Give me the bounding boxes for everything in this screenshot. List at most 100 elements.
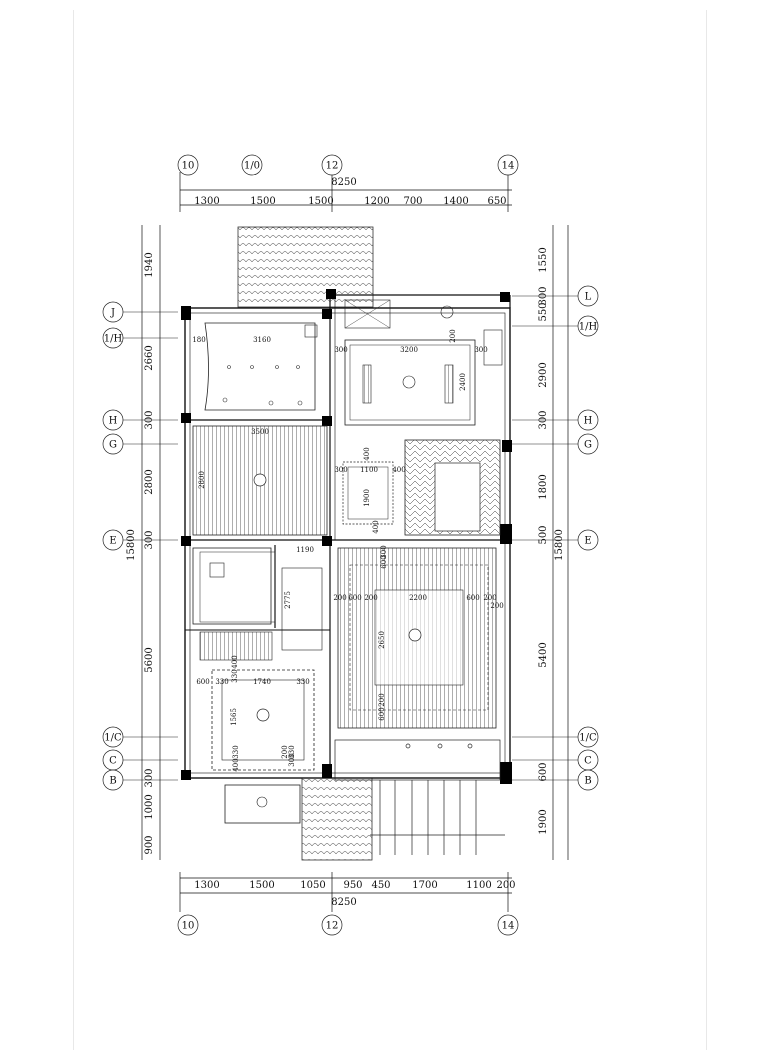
room-dimension-label: 2200: [409, 594, 427, 602]
dim-bottom-segment: 1500: [249, 880, 274, 891]
grid-bubble-right: E: [577, 529, 599, 551]
room-dimension-label: 400: [392, 466, 405, 474]
dim-bottom-segment: 1300: [194, 880, 219, 891]
dim-top-segment: 650: [487, 196, 506, 207]
room-dimension-label: 200: [449, 329, 457, 342]
dim-right-segment: 5400: [538, 642, 549, 667]
grid-bubble-label: 14: [502, 921, 515, 932]
room-dimension-label: 300: [380, 545, 388, 558]
grid-bubble-label: 10: [182, 161, 195, 172]
dim-left-segment: 2660: [144, 345, 155, 370]
grid-bubble-bottom: 14: [497, 914, 519, 936]
room-dimension-label: 600: [380, 555, 388, 568]
grid-bubble-label: B: [109, 776, 116, 787]
dim-bottom-segment: 1700: [412, 880, 437, 891]
dim-left-total: 15800: [126, 529, 137, 561]
grid-bubble-left: B: [102, 769, 124, 791]
grid-bubble-label: 1/H: [579, 322, 598, 333]
grid-bubble-bottom: 10: [177, 914, 199, 936]
dim-top-segment: 1500: [250, 196, 275, 207]
roof-tiles: [237, 226, 374, 861]
dim-left-segment: 300: [144, 410, 155, 429]
room-large-coffered: [337, 547, 497, 729]
room-dimension-label: 300: [334, 466, 347, 474]
grid-bubble-label: H: [584, 416, 593, 427]
grid-bubble-label: 14: [502, 161, 515, 172]
grid-bubble-label: B: [584, 776, 591, 787]
grid-bubble-label: G: [584, 440, 592, 451]
room-stairwell: [342, 439, 501, 536]
grid-bubble-label: 1/0: [244, 161, 260, 172]
grid-bubble-left: G: [102, 433, 124, 455]
grid-bubble-right: 1/C: [577, 726, 599, 748]
room-dimension-label: 400: [232, 758, 240, 771]
dim-bottom-segment: 1100: [466, 880, 491, 891]
dim-right-segment: 500: [538, 525, 549, 544]
grid-bubble-left: J: [102, 301, 124, 323]
room-dimension-label: 200: [483, 594, 496, 602]
grid-bubble-label: E: [109, 536, 116, 547]
dim-bottom-segment: 450: [371, 880, 390, 891]
grid-bubble-label: H: [109, 416, 118, 427]
room-dimension-label: 330: [288, 745, 296, 758]
room-dimension-label: 600: [466, 594, 479, 602]
room-dimension-label: 300: [474, 346, 487, 354]
dim-bottom-segment: 1050: [300, 880, 325, 891]
room-dimension-label: 600: [348, 594, 361, 602]
grid-bubble-label: 1/C: [579, 733, 597, 744]
room-dimension-label: 2650: [378, 631, 386, 649]
room-dimension-label: 1565: [230, 708, 238, 726]
dim-bottom-segment: 200: [496, 880, 515, 891]
dim-right-segment: 1900: [538, 809, 549, 834]
room-dimension-label: 2775: [284, 591, 292, 609]
room-dimension-label: 300: [334, 346, 347, 354]
room-dimension-label: 600: [196, 678, 209, 686]
grid-bubble-label: C: [584, 756, 592, 767]
room-dimension-label: 400: [231, 655, 239, 668]
room-dimension-label: 330: [215, 678, 228, 686]
grid-bubble-right: L: [577, 285, 599, 307]
room-dimension-label: 2400: [459, 373, 467, 391]
room-dimension-label: 200: [333, 594, 346, 602]
grid-bubble-label: J: [110, 308, 115, 319]
dim-top-segment: 1400: [443, 196, 468, 207]
dim-right-segment: 2900: [538, 362, 549, 387]
dim-left-segment: 2800: [144, 469, 155, 494]
dim-top-segment: 1200: [364, 196, 389, 207]
pergola: [334, 739, 505, 855]
dim-right-segment: 300: [538, 286, 549, 305]
dim-bottom-total: 8250: [331, 897, 356, 908]
room-dimension-label: 3500: [251, 428, 269, 436]
room-dimension-label: 200: [490, 602, 503, 610]
grid-bubble-right: G: [577, 433, 599, 455]
dim-top-total: 8250: [331, 177, 356, 188]
room-dimension-label: 300: [288, 753, 296, 766]
grid-bubble-label: 10: [182, 921, 195, 932]
dim-left-segment: 1000: [144, 794, 155, 819]
room-dimension-label: 1100: [360, 466, 378, 474]
grid-bubble-left: C: [102, 749, 124, 771]
dim-left-segment: 900: [144, 835, 155, 854]
grid-bubble-label: L: [585, 292, 592, 303]
grid-bubble-top: 14: [497, 154, 519, 176]
room-dimension-label: 400: [372, 520, 380, 533]
grid-bubble-label: 1/H: [104, 334, 123, 345]
room-top-right: [344, 299, 503, 426]
room-dimension-label: 330: [296, 678, 309, 686]
grid-bubble-top: 12: [321, 154, 343, 176]
grid-bubble-label: 1/C: [104, 733, 122, 744]
grid-bubble-left: 1/C: [102, 726, 124, 748]
dim-right-segment: 1550: [538, 247, 549, 272]
grid-bubble-label: 12: [326, 161, 339, 172]
room-dimension-label: 330: [231, 669, 239, 682]
room-dimension-label: 200: [364, 594, 377, 602]
grid-bubble-top: 1/0: [241, 154, 263, 176]
room-middle-left-slatted: [192, 425, 328, 536]
room-dimension-label: 600: [378, 707, 386, 720]
room-top-left: [204, 322, 318, 411]
room-dimension-label: 1190: [296, 546, 314, 554]
room-dimension-label: 1900: [363, 489, 371, 507]
room-dimension-label: 1740: [253, 678, 271, 686]
grid-bubble-right: 1/H: [577, 315, 599, 337]
